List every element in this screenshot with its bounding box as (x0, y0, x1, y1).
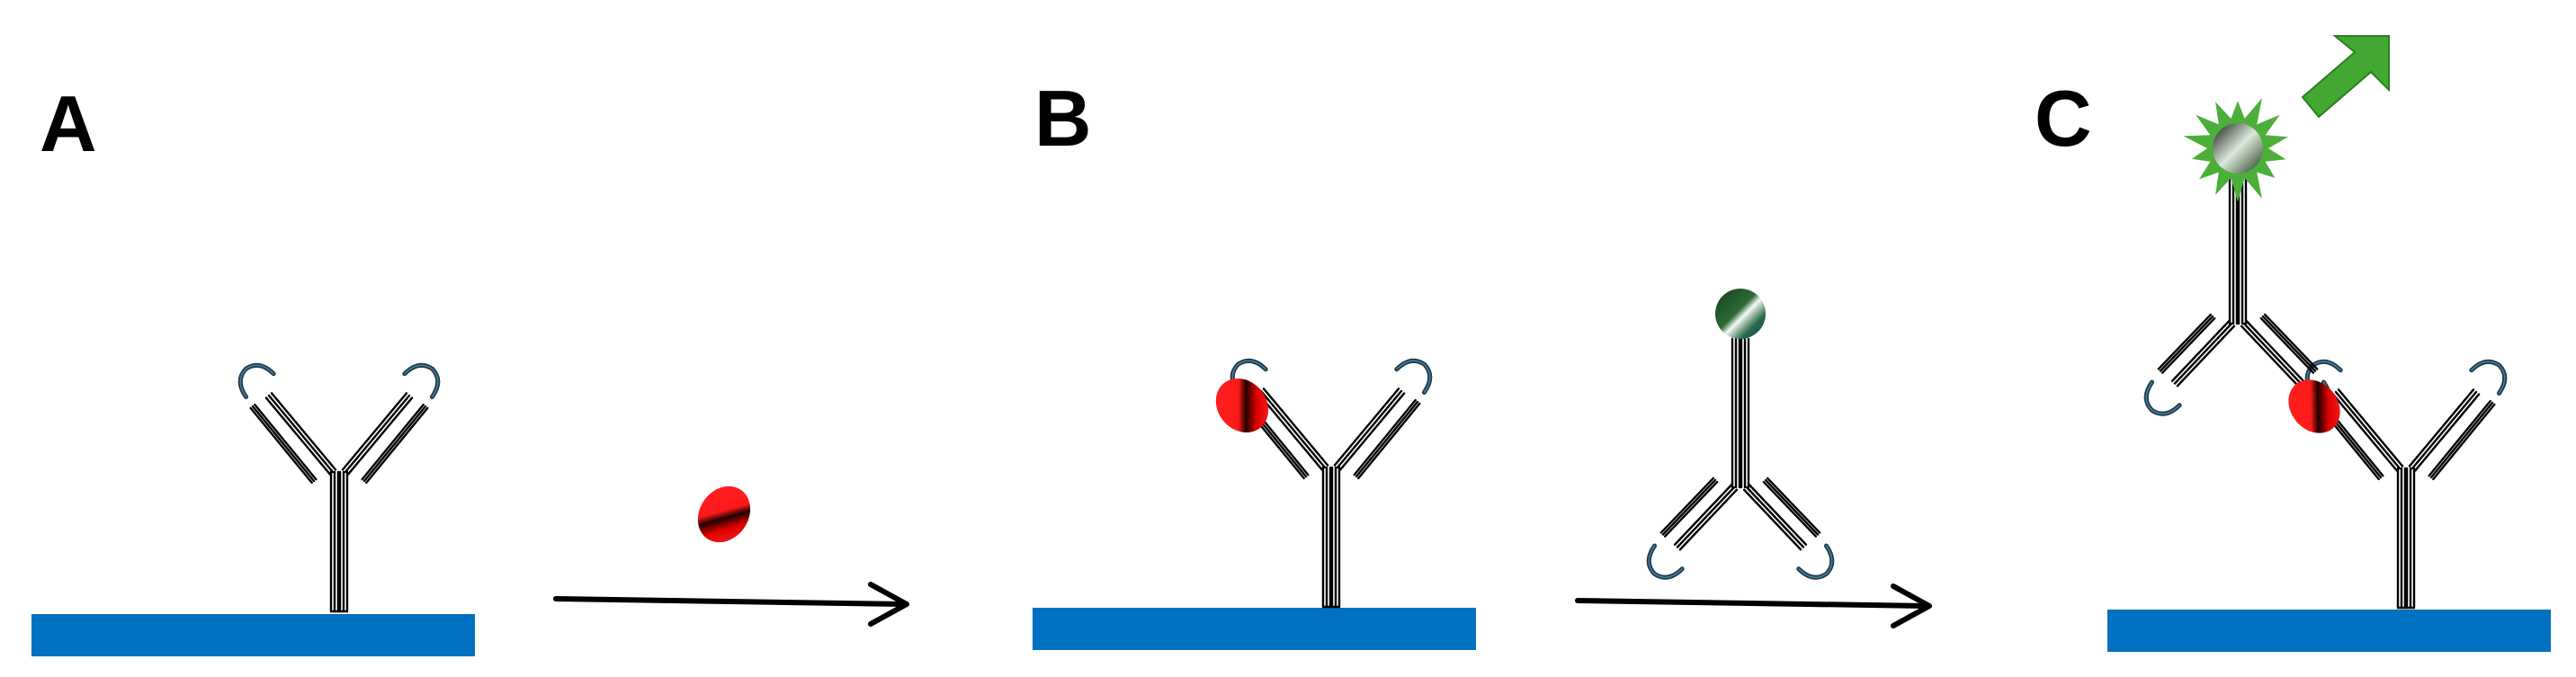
free-antigen-ellipse-icon (697, 485, 751, 543)
panel-label-b: B (1034, 74, 1092, 163)
fluorescent-label-icon (1715, 289, 1766, 339)
detection-antibody-inverted-y-antibody-icon (1646, 337, 1835, 580)
capture-antibody-panel-c-y-antibody-icon (2304, 359, 2508, 610)
bound-antigen-panel-b-ellipse-icon (1215, 378, 1269, 433)
panel-label-c: C (2035, 74, 2092, 163)
capture-antibody-panel-a-y-antibody-icon (237, 362, 441, 613)
step-arrow-icon (553, 582, 909, 627)
substrate-panel-a (31, 614, 475, 656)
bound-antigen-panel-c-ellipse-icon (2288, 379, 2340, 433)
substrate-panel-b (1033, 608, 1476, 650)
substrate-panel-c (2107, 610, 2551, 652)
fluorescent-label-icon (2213, 123, 2263, 174)
fluorescence-burst-icon (2183, 98, 2288, 202)
signal-emission-arrow-icon (2301, 35, 2390, 119)
panel-label-a: A (40, 79, 97, 168)
step-arrow-icon (1575, 583, 1932, 628)
